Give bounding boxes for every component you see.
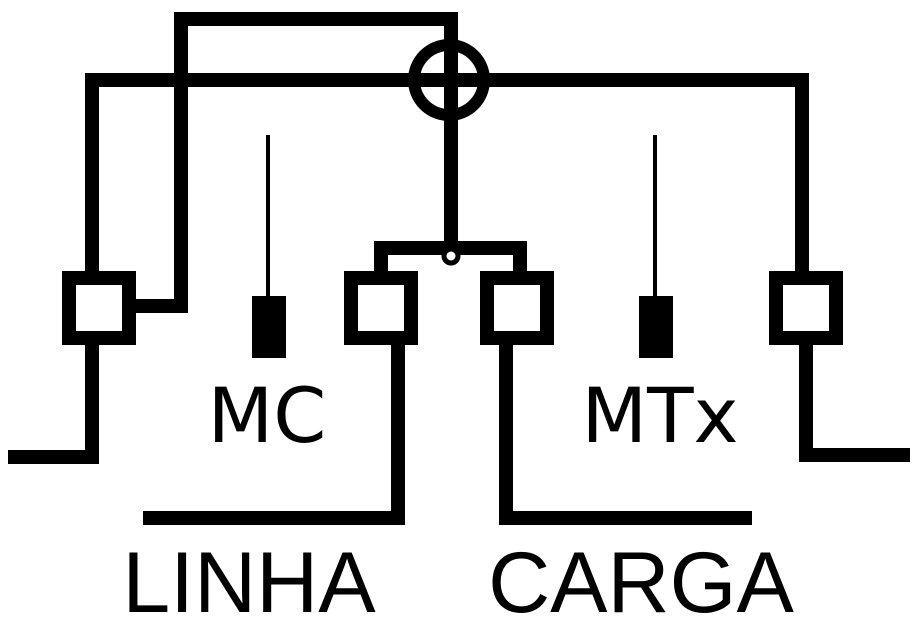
left-outer-lead [8, 338, 99, 464]
mc-element [252, 296, 286, 358]
carga-lead-wire [499, 340, 752, 525]
top-loop-wire [135, 12, 458, 313]
linha-label: LINHA [122, 535, 376, 631]
terminal-left-outer [62, 271, 136, 345]
terminal-carga [480, 271, 554, 345]
terminal-linha [344, 271, 418, 345]
junction-node [441, 246, 461, 266]
linha-lead-wire [143, 340, 405, 525]
upper-bus-wire [85, 73, 809, 272]
mtx-element [639, 296, 673, 358]
mc-label: MC [208, 371, 327, 460]
terminal-right-outer [769, 271, 843, 345]
mtx-label: MTx [582, 371, 739, 460]
right-outer-lead [799, 338, 910, 462]
summing-junction-icon [408, 39, 490, 121]
carga-label: CARGA [488, 535, 794, 631]
